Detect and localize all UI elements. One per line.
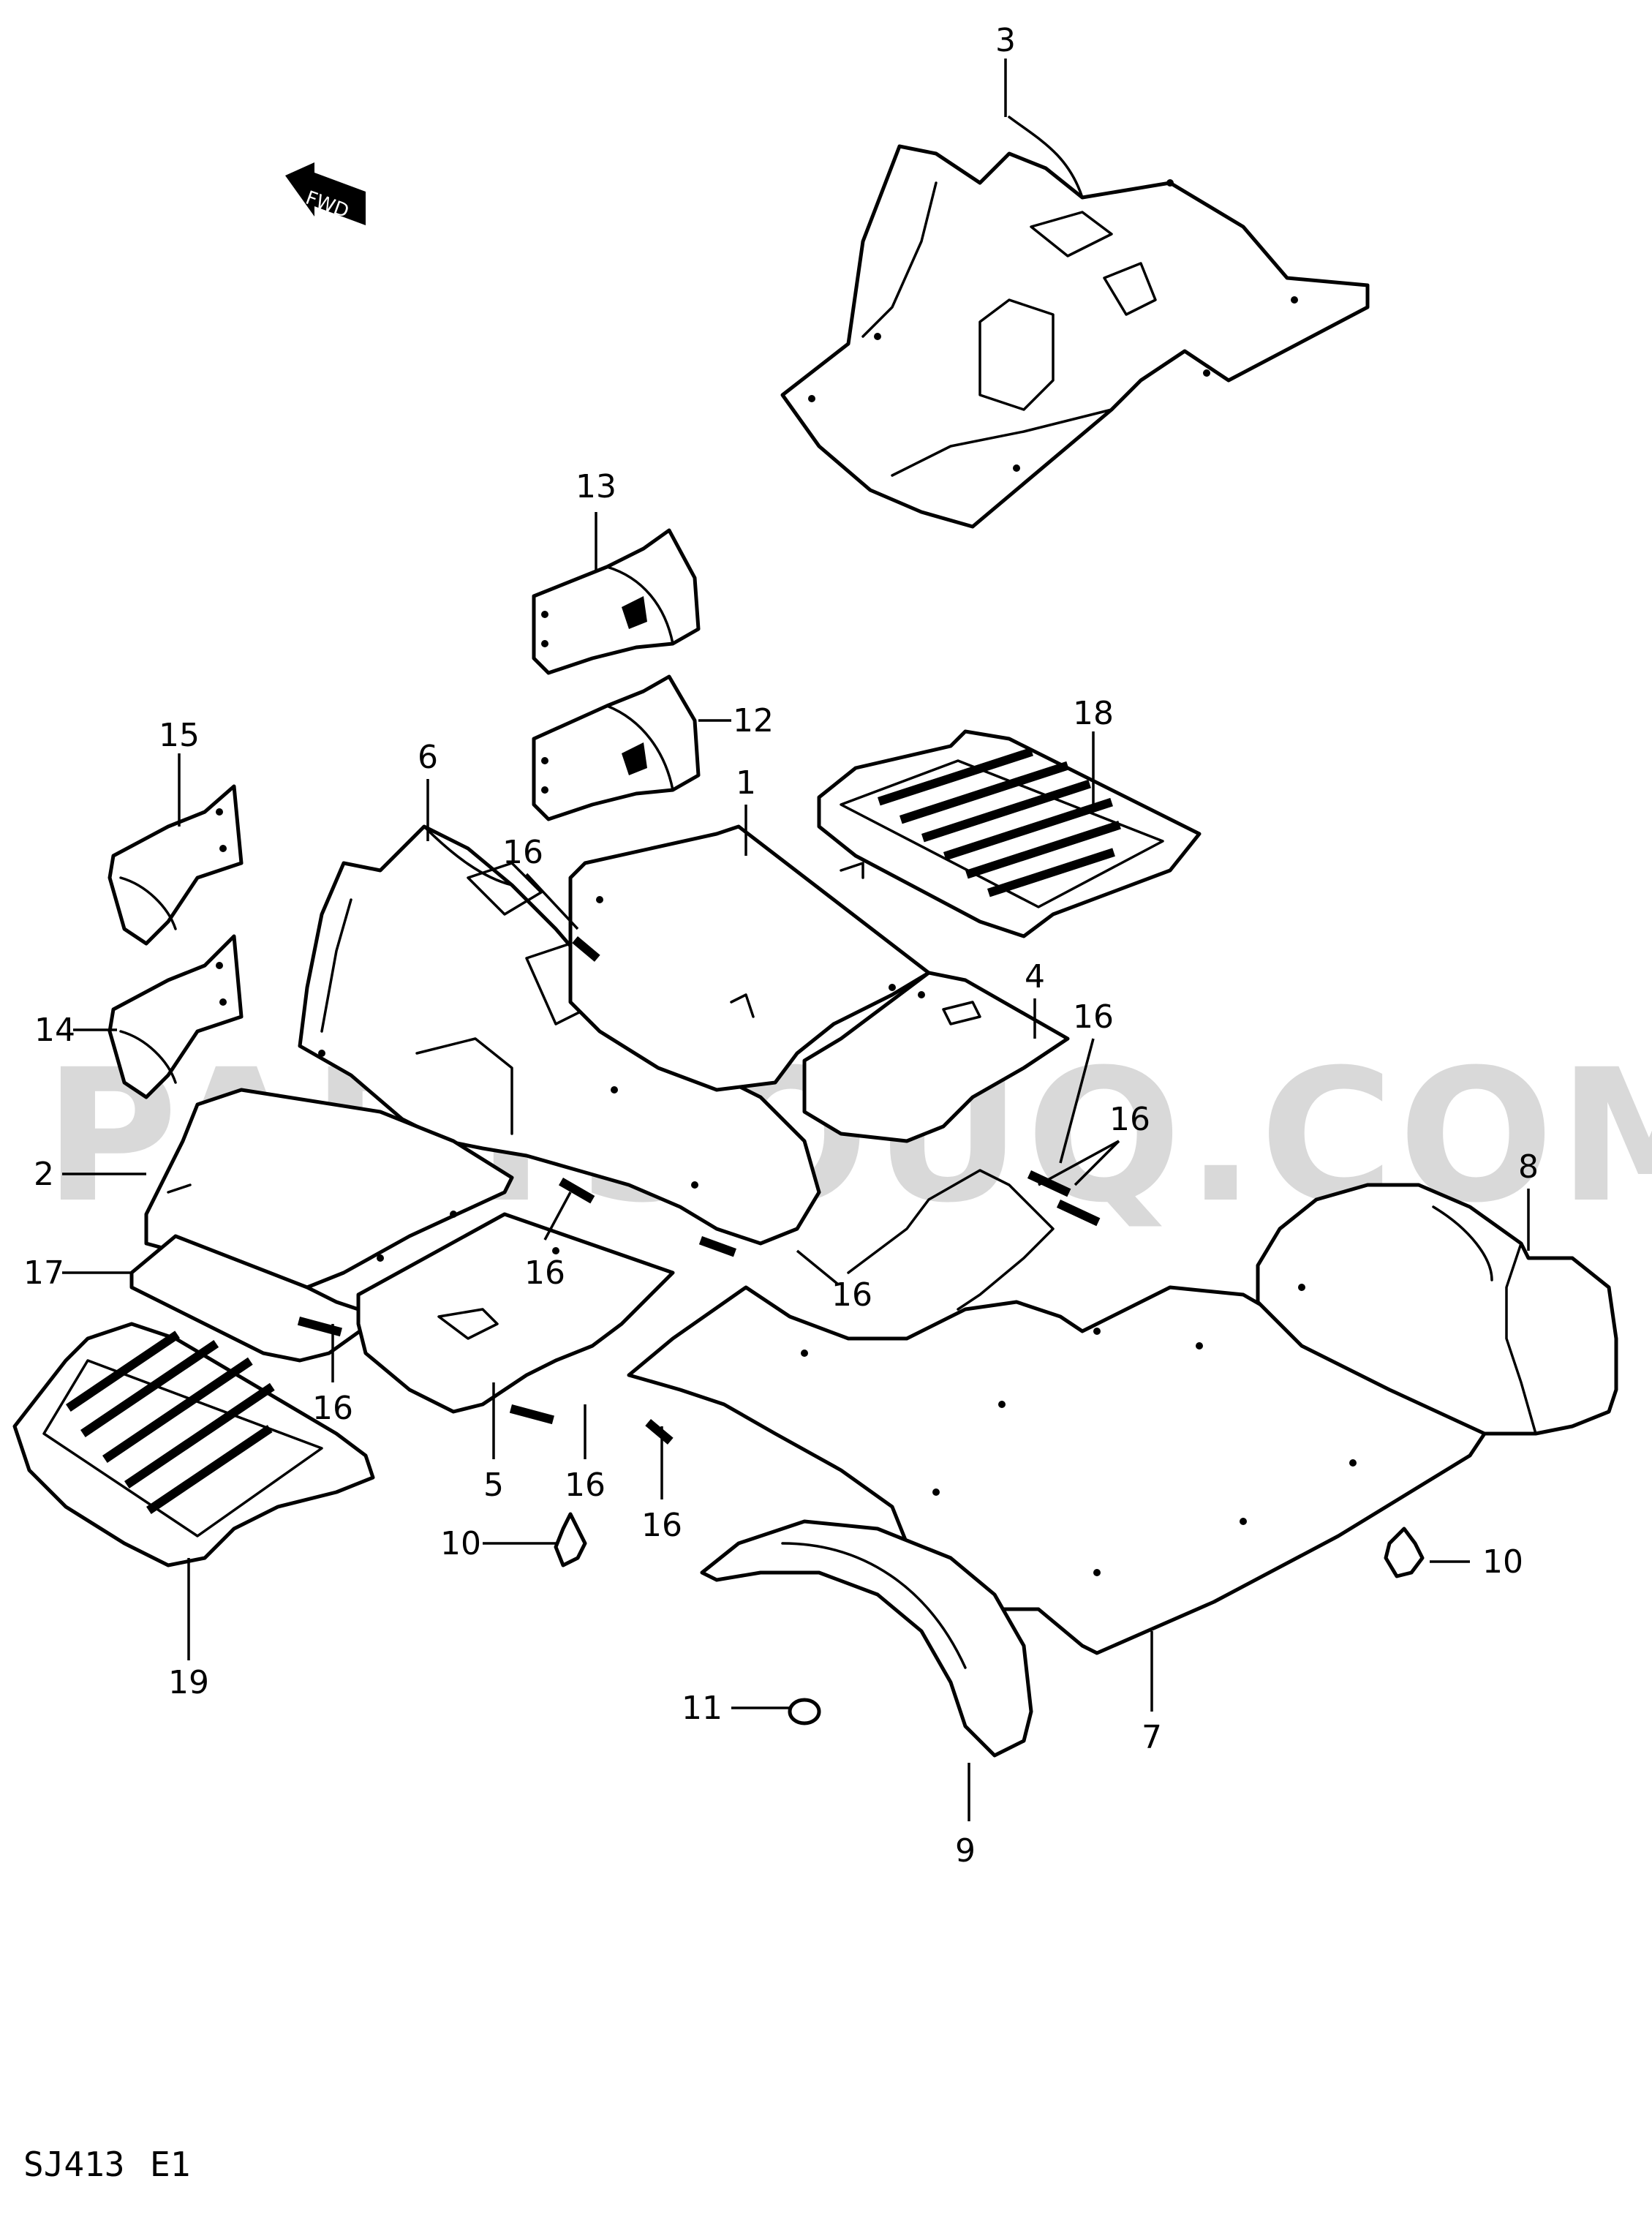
callout-1: 1 xyxy=(736,764,756,802)
callout-4: 4 xyxy=(1025,958,1045,995)
part-11-grommet xyxy=(788,1698,821,1725)
section-code: E1 xyxy=(150,2145,190,2184)
callout-12: 12 xyxy=(733,702,774,739)
callout-16-f: 16 xyxy=(312,1390,353,1427)
part-4-panel xyxy=(802,971,1070,1143)
callout-3: 3 xyxy=(995,22,1016,59)
callout-16-e: 16 xyxy=(831,1276,872,1314)
callout-16-g: 16 xyxy=(565,1467,606,1504)
callout-17: 17 xyxy=(23,1254,64,1292)
callout-10-b: 10 xyxy=(1482,1543,1523,1581)
part-12-bracket xyxy=(532,674,701,821)
callout-19: 19 xyxy=(168,1664,209,1701)
callout-15: 15 xyxy=(159,717,200,754)
callout-13: 13 xyxy=(576,468,616,505)
part-3-insulator xyxy=(780,116,1370,529)
part-10-clip-left xyxy=(554,1512,587,1567)
part-8-wheel-house xyxy=(1256,1183,1618,1436)
part-5-panel xyxy=(356,1212,675,1414)
fwd-arrow-icon: FWD xyxy=(285,162,366,225)
callout-16-c: 16 xyxy=(1109,1101,1150,1138)
callout-9: 9 xyxy=(955,1832,976,1870)
part-7-floor-panel xyxy=(627,1169,1487,1655)
callout-labels: 3 13 12 18 15 6 1 16 4 16 16 8 14 2 17 1… xyxy=(23,22,1539,1870)
part-19-floor-mat xyxy=(12,1322,375,1567)
leader-lines xyxy=(62,59,1530,1821)
part-9-mud-guard xyxy=(700,1519,1033,1758)
callout-5: 5 xyxy=(483,1467,504,1504)
part-16-strips xyxy=(297,936,1101,1445)
callout-16-d: 16 xyxy=(524,1254,565,1292)
part-15-bracket xyxy=(108,784,244,946)
part-1-panel xyxy=(568,824,931,1092)
model-code: SJ413 xyxy=(23,2145,124,2184)
callout-6: 6 xyxy=(418,739,438,776)
callout-10-a: 10 xyxy=(440,1525,481,1562)
callout-11: 11 xyxy=(682,1690,723,1727)
part-13-bracket xyxy=(532,528,701,675)
callout-16-a: 16 xyxy=(502,834,543,871)
part-18-floor-mat xyxy=(817,729,1202,938)
callout-2: 2 xyxy=(34,1156,54,1193)
callout-18: 18 xyxy=(1073,695,1114,732)
callout-14: 14 xyxy=(34,1012,75,1049)
callout-7: 7 xyxy=(1142,1719,1162,1756)
part-14-bracket xyxy=(108,934,244,1099)
part-10-clip-right xyxy=(1384,1527,1425,1578)
callout-16-b: 16 xyxy=(1073,998,1114,1036)
callout-16-h: 16 xyxy=(641,1507,682,1544)
callout-8: 8 xyxy=(1518,1148,1539,1186)
